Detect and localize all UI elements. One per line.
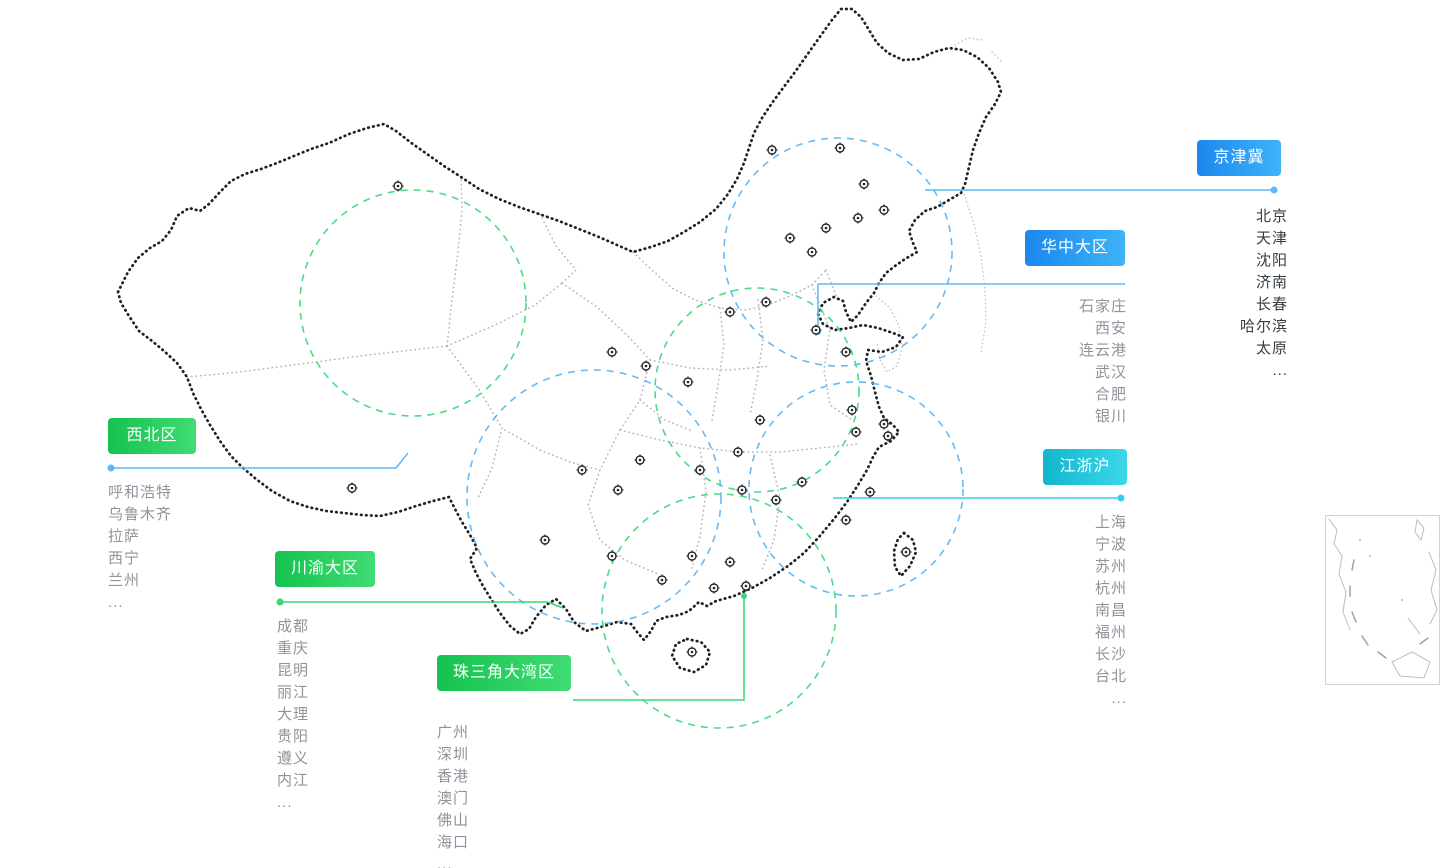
city-list-jingjinji: 北京天津沈阳济南长春哈尔滨太原... — [1240, 206, 1288, 382]
leader-lines — [107, 186, 1278, 701]
national-border — [116, 7, 1003, 674]
city-item: 济南 — [1255, 274, 1288, 291]
city-item: ... — [1111, 690, 1127, 707]
city-list-chuanyu: 成都重庆昆明丽江大理贵阳遵义内江... — [277, 616, 309, 814]
coverage-circle-xibei — [299, 189, 527, 417]
city-item: ... — [108, 594, 124, 611]
city-item: 合肥 — [1094, 386, 1127, 403]
city-item: ... — [437, 856, 453, 868]
city-item: ... — [1272, 362, 1288, 379]
region-label-huazhong[interactable]: 华中大区 — [1025, 230, 1125, 266]
city-item: 深圳 — [437, 746, 470, 763]
city-item: 拉萨 — [108, 528, 141, 545]
city-item: 澳门 — [437, 790, 470, 807]
city-item: 大理 — [277, 706, 310, 723]
coverage-circle-jingjinji — [723, 137, 953, 367]
coverage-circle-chuanyu — [466, 369, 722, 625]
city-item: 贵阳 — [277, 728, 310, 745]
city-item: 南昌 — [1094, 602, 1127, 619]
south-china-sea-inset — [1325, 515, 1440, 685]
region-label-jingjinji[interactable]: 京津冀 — [1197, 140, 1281, 176]
city-item: 长沙 — [1094, 646, 1127, 663]
city-item: 苏州 — [1094, 558, 1127, 575]
city-item: 哈尔滨 — [1239, 318, 1288, 335]
city-item: 太原 — [1255, 340, 1288, 357]
city-item: 广州 — [437, 724, 470, 741]
coverage-circle-jiangzhehu — [748, 381, 964, 597]
city-item: 沈阳 — [1255, 252, 1288, 269]
city-item: 西安 — [1094, 320, 1127, 337]
city-item: 丽江 — [277, 684, 310, 701]
region-label-chuanyu[interactable]: 川渝大区 — [275, 551, 375, 587]
connector-jingjinji — [925, 186, 1278, 194]
foreign-coastlines — [875, 37, 1003, 373]
city-item: 兰州 — [108, 572, 141, 589]
city-item: 天津 — [1255, 230, 1288, 247]
connector-chuanyu — [276, 598, 564, 609]
city-target-icons — [346, 142, 912, 658]
city-item: 重庆 — [277, 640, 310, 657]
city-item: 内江 — [277, 772, 310, 789]
city-item: 北京 — [1255, 208, 1288, 225]
city-item: 遵义 — [277, 750, 310, 767]
connector-xibei — [107, 452, 409, 472]
city-item: 成都 — [277, 618, 310, 635]
city-item: 连云港 — [1078, 342, 1127, 359]
region-label-zhusanjiao[interactable]: 珠三角大湾区 — [437, 655, 571, 691]
city-item: 海口 — [437, 834, 470, 851]
connector-zhusanjiao — [573, 593, 747, 701]
region-label-jiangzhehu[interactable]: 江浙沪 — [1043, 449, 1127, 485]
city-item: 上海 — [1094, 514, 1127, 531]
city-item: 武汉 — [1094, 364, 1127, 381]
province-borders — [186, 177, 859, 575]
city-item: 石家庄 — [1078, 298, 1127, 315]
city-item: 西宁 — [108, 550, 141, 567]
city-item: ... — [277, 794, 293, 811]
city-item: 宁波 — [1094, 536, 1127, 553]
region-label-xibei[interactable]: 西北区 — [108, 418, 196, 454]
city-item: 福州 — [1094, 624, 1127, 641]
hainan-island — [670, 637, 712, 674]
city-item: 佛山 — [437, 812, 470, 829]
taiwan-island — [892, 531, 918, 579]
city-list-zhusanjiao: 广州深圳香港澳门佛山海口... — [437, 722, 469, 868]
city-list-jiangzhehu: 上海宁波苏州杭州南昌福州长沙台北... — [1095, 512, 1127, 710]
city-list-huazhong: 石家庄西安连云港武汉合肥银川 — [1079, 296, 1127, 428]
coverage-circle-zhusanjiao — [601, 493, 837, 729]
city-item: 香港 — [437, 768, 470, 785]
city-item: 长春 — [1255, 296, 1288, 313]
city-item: 杭州 — [1094, 580, 1127, 597]
coverage-circle-huazhong — [654, 287, 860, 493]
city-item: 乌鲁木齐 — [108, 506, 173, 523]
connector-jiangzhehu — [833, 494, 1125, 502]
city-item: 呼和浩特 — [108, 484, 173, 501]
city-item: 银川 — [1094, 408, 1127, 425]
coverage-circles — [299, 137, 964, 729]
city-item: 昆明 — [277, 662, 310, 679]
city-list-xibei: 呼和浩特乌鲁木齐拉萨西宁兰州... — [108, 482, 172, 614]
city-item: 台北 — [1094, 668, 1127, 685]
